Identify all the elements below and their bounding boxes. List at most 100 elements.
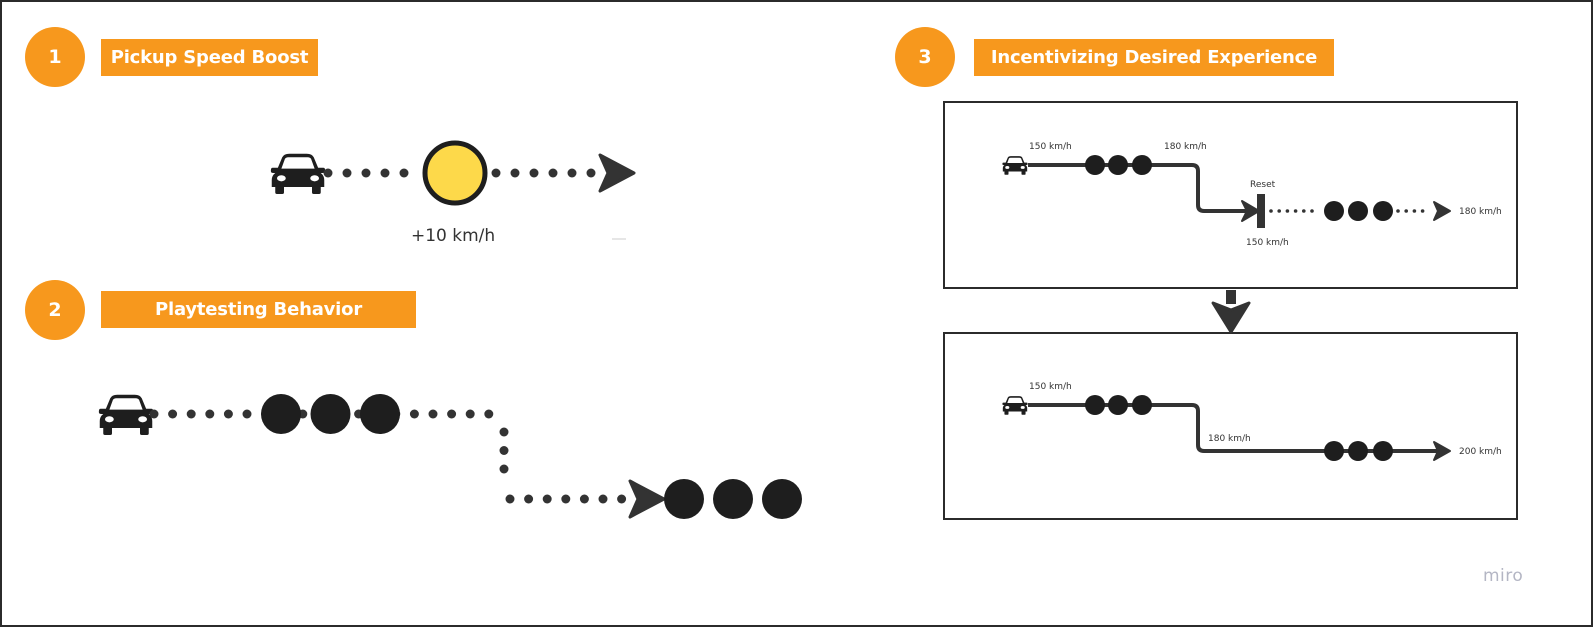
path-dot xyxy=(529,168,539,178)
path-dot xyxy=(1269,209,1273,213)
path-dot xyxy=(465,409,475,419)
arrow-down-icon xyxy=(1211,301,1251,334)
path-dot xyxy=(567,168,577,178)
pickup xyxy=(762,479,802,519)
car-icon xyxy=(1002,156,1028,175)
path-dot xyxy=(205,409,215,419)
pickup xyxy=(1348,201,1368,221)
step-number: 3 xyxy=(918,46,932,68)
reset-speed-label: 150 km/h xyxy=(1246,238,1289,248)
path-dot xyxy=(1310,209,1314,213)
dotted-path xyxy=(1269,209,1425,213)
path-dot xyxy=(542,494,552,504)
pickup xyxy=(1085,395,1105,415)
car-icon xyxy=(1002,396,1028,415)
path-dot xyxy=(428,409,438,419)
pickup xyxy=(261,394,301,434)
path-dot xyxy=(1396,209,1400,213)
path-dot xyxy=(510,168,520,178)
step-title-text: Pickup Speed Boost xyxy=(110,47,309,68)
pickup xyxy=(1373,441,1393,461)
path-dot xyxy=(1420,209,1425,213)
before-scenario-diagram xyxy=(1002,155,1451,228)
artifact-mark xyxy=(612,238,626,240)
path-dot xyxy=(168,409,178,419)
car-icon xyxy=(98,394,154,435)
before-scenario-box xyxy=(943,101,1518,289)
track-line xyxy=(1028,163,1256,213)
step-2-badge: 2 xyxy=(25,280,85,340)
pickup-boost-diagram xyxy=(270,140,636,240)
step-number: 1 xyxy=(48,46,62,68)
path-dot xyxy=(617,494,627,504)
step-3-badge: 3 xyxy=(895,27,955,87)
car-icon xyxy=(270,153,326,194)
miro-watermark: miro xyxy=(1483,566,1524,586)
start-speed-label: 150 km/h xyxy=(1029,142,1072,152)
path-dot xyxy=(342,168,352,178)
path-dot xyxy=(1302,209,1306,213)
path-dot xyxy=(149,409,159,419)
boost-amount-label: +10 km/h xyxy=(411,226,496,246)
track-line xyxy=(1028,403,1438,453)
step-3-title: Incentivizing Desired Experience xyxy=(974,39,1334,76)
path-dot xyxy=(491,168,501,178)
path-dot xyxy=(447,409,457,419)
path-dot xyxy=(484,409,494,419)
path-dot xyxy=(186,409,196,419)
path-dot xyxy=(561,494,571,504)
path-dot xyxy=(323,168,333,178)
path-dot xyxy=(1285,209,1290,213)
pickup-group-before-turn xyxy=(261,394,400,434)
path-dot xyxy=(1277,209,1281,213)
path-dot xyxy=(499,446,509,455)
pickup xyxy=(713,479,753,519)
step-number: 2 xyxy=(48,299,62,321)
path-dot xyxy=(524,494,534,504)
pickup xyxy=(1132,155,1152,175)
pickup xyxy=(360,394,400,434)
path-dot xyxy=(399,168,409,178)
path-dot xyxy=(1293,209,1298,213)
step-1-badge: 1 xyxy=(25,27,85,87)
path-dot xyxy=(242,409,252,419)
pickup-speed-label: 180 km/h xyxy=(1208,434,1251,444)
reset-label: Reset xyxy=(1250,180,1276,190)
pickup xyxy=(1085,155,1105,175)
step-2-title: Playtesting Behavior xyxy=(101,291,416,328)
arrow-head-icon xyxy=(598,153,636,193)
playtesting-diagram xyxy=(98,394,802,519)
pickup-group-after-turn xyxy=(664,479,802,519)
pickup xyxy=(1373,201,1393,221)
yellow-pickup-icon xyxy=(422,140,488,206)
pickup xyxy=(1348,441,1368,461)
transition-arrow xyxy=(1211,290,1251,334)
path-dot xyxy=(548,168,558,178)
pickup xyxy=(1108,395,1128,415)
pickup xyxy=(1324,441,1344,461)
step-title-text: Incentivizing Desired Experience xyxy=(990,47,1318,68)
path-dot xyxy=(1404,209,1408,213)
dotted-path xyxy=(323,168,596,178)
path-dot xyxy=(380,168,390,178)
arrow-head-icon xyxy=(628,479,666,519)
pickup xyxy=(664,479,704,519)
path-dot xyxy=(586,168,596,178)
pickup xyxy=(1132,395,1152,415)
after-scenario-box xyxy=(943,332,1518,520)
pickup-speed-label: 180 km/h xyxy=(1164,142,1207,152)
path-dot xyxy=(223,409,233,419)
end-speed-label: 200 km/h xyxy=(1459,447,1502,457)
arrow-head-icon xyxy=(1433,441,1451,461)
path-dot xyxy=(598,494,608,504)
path-dot xyxy=(579,494,589,504)
step-1-title: Pickup Speed Boost xyxy=(101,39,318,76)
start-speed-label: 150 km/h xyxy=(1029,382,1072,392)
arrow-shaft xyxy=(1226,290,1236,304)
end-speed-label: 180 km/h xyxy=(1459,207,1502,217)
path-dot xyxy=(1412,209,1417,213)
arrow-head-icon xyxy=(1433,201,1451,221)
reset-barrier xyxy=(1257,194,1265,228)
